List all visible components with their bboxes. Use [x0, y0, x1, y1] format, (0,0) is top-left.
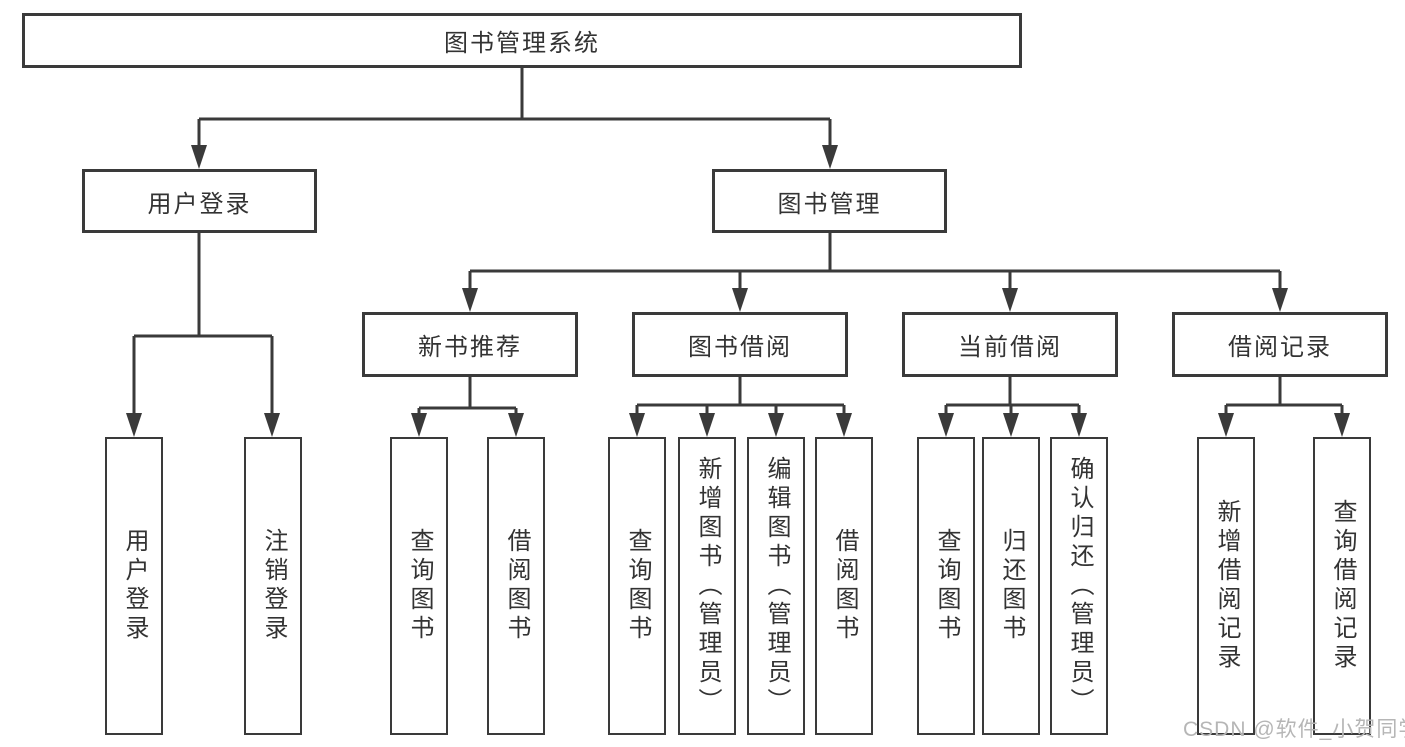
leaf-bb-borrow-books: 借阅图书 [815, 437, 873, 735]
node-book-borrow-label: 图书借阅 [688, 334, 792, 361]
node-user-login: 用户登录 [82, 169, 317, 233]
leaf-bb-borrow-books-label: 借阅图书 [831, 528, 858, 644]
leaf-br-query-record-label: 查询借阅记录 [1329, 499, 1356, 673]
leaf-bb-edit-books-admin-label: 编辑图书（管理员） [763, 455, 790, 717]
node-book-management: 图书管理 [712, 169, 947, 233]
leaf-br-add-record-label: 新增借阅记录 [1213, 499, 1240, 673]
csdn-watermark: CSDN @软件_小贺同学 [1183, 718, 1405, 741]
node-current-borrow-label: 当前借阅 [958, 334, 1062, 361]
leaf-cb-confirm-return-admin: 确认归还（管理员） [1050, 437, 1108, 735]
node-borrow-record: 借阅记录 [1172, 312, 1388, 377]
node-new-book-recommend: 新书推荐 [362, 312, 578, 377]
node-new-book-recommend-label: 新书推荐 [418, 334, 522, 361]
leaf-user-login: 用户登录 [105, 437, 163, 735]
leaf-br-query-record: 查询借阅记录 [1313, 437, 1371, 735]
leaf-cb-query-books: 查询图书 [917, 437, 975, 735]
leaf-bb-add-books-admin: 新增图书（管理员） [678, 437, 736, 735]
leaf-bb-edit-books-admin: 编辑图书（管理员） [747, 437, 805, 735]
leaf-nbr-borrow-books-label: 借阅图书 [503, 528, 530, 644]
leaf-logout-label: 注销登录 [260, 528, 287, 644]
arrowheads [126, 145, 1350, 437]
node-root: 图书管理系统 [22, 13, 1022, 68]
node-book-borrow: 图书借阅 [632, 312, 848, 377]
leaf-cb-confirm-return-admin-label: 确认归还（管理员） [1066, 455, 1093, 717]
leaf-br-add-record: 新增借阅记录 [1197, 437, 1255, 735]
leaf-nbr-query-books: 查询图书 [390, 437, 448, 735]
leaf-bb-query-books: 查询图书 [608, 437, 666, 735]
edge-paths [132, 68, 1344, 418]
leaf-bb-add-books-admin-label: 新增图书（管理员） [694, 455, 721, 717]
leaf-cb-return-books-label: 归还图书 [998, 528, 1025, 644]
leaf-bb-query-books-label: 查询图书 [624, 528, 651, 644]
node-user-login-label: 用户登录 [147, 190, 252, 218]
leaf-nbr-borrow-books: 借阅图书 [487, 437, 545, 735]
node-root-label: 图书管理系统 [444, 30, 600, 57]
leaf-cb-return-books: 归还图书 [982, 437, 1040, 735]
leaf-logout: 注销登录 [244, 437, 302, 735]
node-borrow-record-label: 借阅记录 [1228, 334, 1332, 361]
leaf-nbr-query-books-label: 查询图书 [406, 528, 433, 644]
node-current-borrow: 当前借阅 [902, 312, 1118, 377]
leaf-cb-query-books-label: 查询图书 [933, 528, 960, 644]
node-book-management-label: 图书管理 [777, 190, 882, 218]
leaf-user-login-label: 用户登录 [121, 528, 148, 644]
